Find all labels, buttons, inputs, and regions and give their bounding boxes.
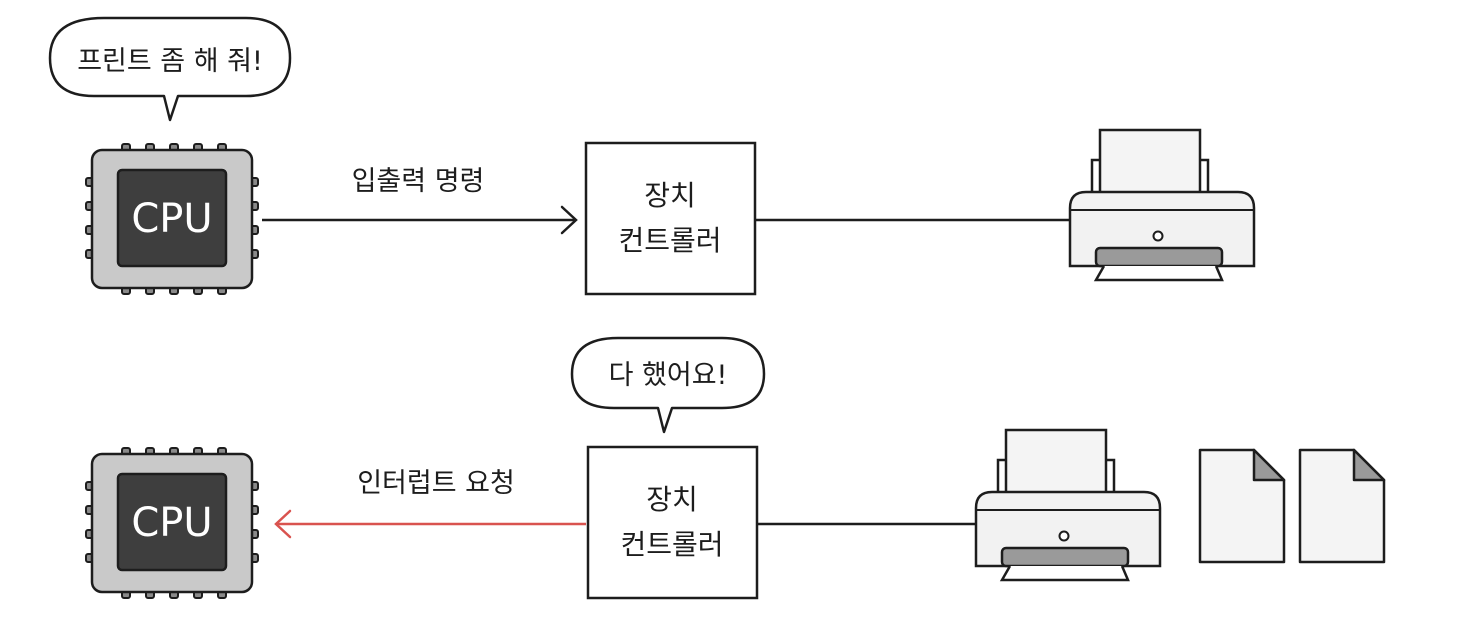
top-printer-icon bbox=[1068, 128, 1256, 282]
bottom-cpu-chip-icon: CPU bbox=[84, 446, 260, 600]
bottom-bubble-text: 다 했어요! bbox=[609, 360, 728, 391]
document-icon-1 bbox=[1198, 448, 1286, 564]
top-device-controller: 장치 컨트롤러 bbox=[584, 141, 757, 296]
top-arrow-label: 입출력 명령 bbox=[352, 166, 485, 197]
bottom-device-controller: 장치 컨트롤러 bbox=[586, 445, 759, 600]
bottom-interrupt-arrow bbox=[274, 509, 586, 539]
top-bubble-text: 프린트 좀 해 줘! bbox=[77, 46, 263, 77]
top-cpu-label: CPU bbox=[131, 196, 212, 242]
bottom-speech-bubble: 다 했어요! bbox=[570, 336, 766, 434]
top-cpu-chip-icon: CPU bbox=[84, 142, 260, 296]
bottom-printer-icon bbox=[974, 428, 1162, 582]
document-icon-2 bbox=[1298, 448, 1386, 564]
top-speech-bubble: 프린트 좀 해 줘! bbox=[48, 16, 292, 122]
top-io-command-arrow bbox=[262, 205, 578, 235]
bottom-controller-line2: 컨트롤러 bbox=[620, 528, 723, 561]
bottom-cpu-label: CPU bbox=[131, 500, 212, 546]
top-controller-line2: 컨트롤러 bbox=[618, 224, 721, 257]
top-controller-line1: 장치 bbox=[644, 179, 696, 212]
bottom-controller-line1: 장치 bbox=[646, 483, 698, 516]
bottom-arrow-label: 인터럽트 요청 bbox=[357, 468, 515, 499]
